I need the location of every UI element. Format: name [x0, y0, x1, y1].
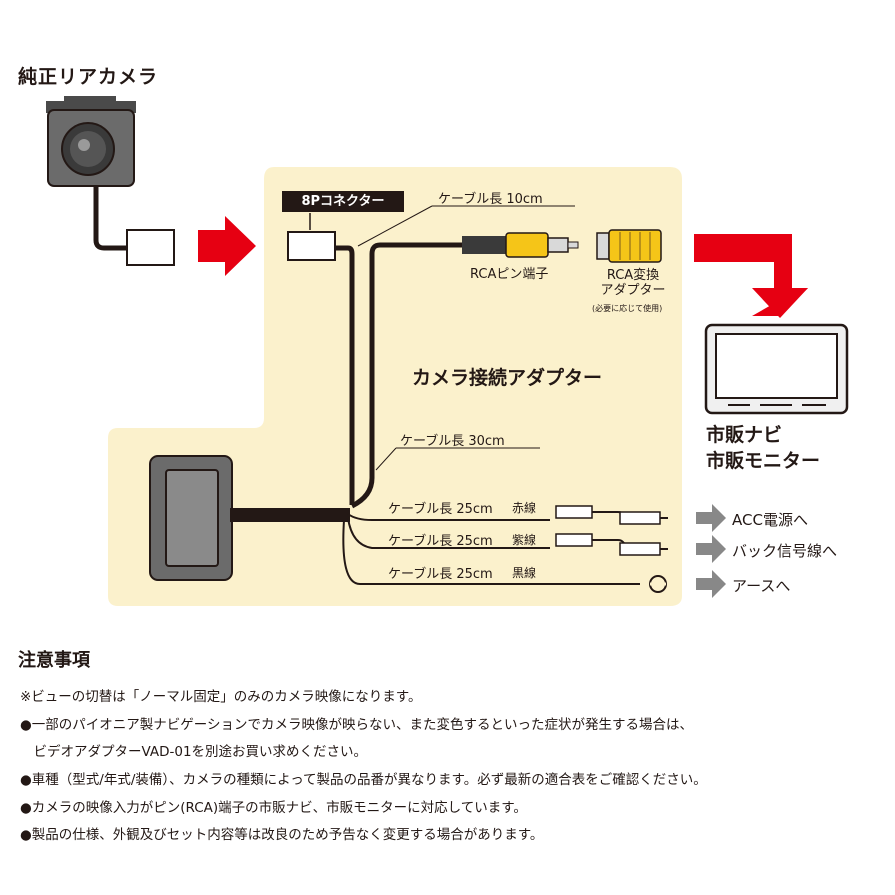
note-item: ビデオアダプターVAD-01を別途お買い求めください。 [20, 744, 368, 760]
rca-adapter-icon [596, 229, 662, 263]
wire-2-color: 紫線 [512, 533, 537, 547]
red-arrow-right-icon [198, 216, 256, 276]
rca-pin-label: RCAピン端子 [470, 267, 549, 282]
wire-1-destination: ACC電源へ [732, 511, 808, 529]
camera-plug [126, 229, 175, 266]
wire-3-destination: アースへ [732, 577, 791, 595]
adapter-box-icon [149, 455, 233, 581]
wire-2-length: ケーブル長 25cm [388, 534, 493, 549]
rca-pin-icon [462, 232, 579, 258]
rca-adapter-label: RCA変換 アダプター [600, 268, 666, 298]
monitor-name: 市販ナビ 市販モニター [706, 424, 821, 472]
gray-arrow-3-icon [696, 570, 726, 598]
note-item: ●製品の仕様、外観及びセット内容等は改良のため予告なく変更する場合があります。 [20, 827, 544, 843]
8p-connector-icon [287, 231, 336, 261]
note-item: ●車種（型式/年式/装備）、カメラの種類によって製品の品番が異なります。必ず最新… [20, 772, 707, 788]
notes-title: 注意事項 [18, 650, 90, 671]
rear-camera-icon [46, 96, 136, 187]
wire-3-color: 黒線 [512, 566, 537, 580]
wire-1-color: 赤線 [512, 501, 537, 515]
camera-cable [93, 186, 128, 251]
cable-length-10cm: ケーブル長 10cm [438, 192, 543, 207]
gray-arrow-2-icon [696, 535, 726, 563]
adapter-panel [108, 167, 682, 606]
rca-adapter-note: (必要に応じて使用) [592, 304, 663, 313]
wire-1-length: ケーブル長 25cm [388, 502, 493, 517]
wire-2-destination: バック信号線へ [732, 542, 838, 560]
note-item: ※ビューの切替は「ノーマル固定」のみのカメラ映像になります。 [20, 689, 422, 705]
cable-length-30cm: ケーブル長 30cm [400, 434, 505, 449]
adapter-name: カメラ接続アダプター [412, 367, 603, 389]
note-item: ●一部のパイオニア製ナビゲーションでカメラ映像が映らない、また変色するといった症… [20, 717, 694, 733]
wire-3-length: ケーブル長 25cm [388, 567, 493, 582]
monitor-icon [704, 323, 849, 415]
note-item: ●カメラの映像入力がピン(RCA)端子の市販ナビ、市販モニターに対応しています。 [20, 800, 527, 816]
connector-tag: 8Pコネクター [282, 191, 404, 212]
camera-title: 純正リアカメラ [18, 66, 159, 88]
gray-arrow-1-icon [696, 504, 726, 532]
wiring-diagram [46, 96, 849, 606]
